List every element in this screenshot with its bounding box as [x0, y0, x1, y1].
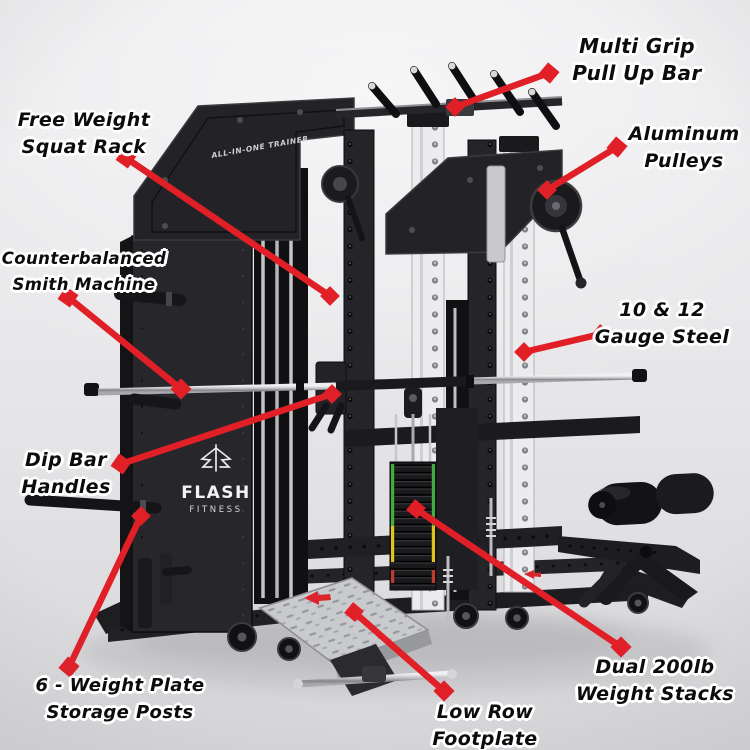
brand-logo: FLASH FITNESS: [181, 444, 251, 515]
label-line: Handles: [21, 476, 111, 498]
label-line: Dip Bar: [25, 449, 107, 471]
label-line: Storage Posts: [46, 702, 194, 723]
weight-plate-storage-pegs: [24, 288, 192, 628]
label-counterbalanced-smith-machine: Counterbalanced Smith Machine: [2, 246, 166, 298]
red-adjustment-markers: [304, 570, 541, 605]
label-line: Dual 200lb: [595, 656, 715, 678]
label-gauge-steel: 10 & 12 Gauge Steel: [595, 297, 730, 351]
transport-wheels: [227, 592, 649, 661]
label-line: Free Weight: [17, 109, 151, 131]
label-line: Squat Rack: [21, 136, 147, 158]
label-line: Counterbalanced: [1, 249, 167, 268]
weight-stack: [389, 388, 496, 620]
label-line: Pull Up Bar: [572, 61, 702, 85]
label-free-weight-squat-rack: Free Weight Squat Rack: [18, 107, 150, 161]
label-line: Pulleys: [644, 150, 724, 172]
label-line: Gauge Steel: [594, 326, 730, 348]
label-line: Low Row: [436, 701, 534, 723]
label-dip-bar-handles: Dip Bar Handles: [21, 447, 110, 501]
label-line: Footplate: [432, 728, 538, 750]
label-line: 10 & 12: [619, 299, 705, 321]
label-line: Multi Grip: [579, 34, 695, 58]
back-extension-attachment: [558, 473, 714, 608]
brand-name-text: FLASH: [181, 483, 251, 503]
annotation-lines: [57, 62, 632, 702]
brand-sub-text: FITNESS: [189, 505, 242, 515]
label-low-row-footplate: Low Row Footplate: [432, 699, 537, 750]
label-line: 6 - Weight Plate: [35, 675, 205, 696]
label-dual-weight-stacks: Dual 200lb Weight Stacks: [576, 654, 734, 708]
label-aluminum-pulleys: Aluminum Pulleys: [628, 121, 739, 175]
label-multi-grip-pull-up-bar: Multi Grip Pull Up Bar: [572, 33, 701, 87]
aluminum-pulley: [529, 179, 587, 289]
label-line: Aluminum: [628, 123, 740, 145]
label-line: Weight Stacks: [576, 683, 734, 705]
smith-machine-bar: [84, 369, 647, 396]
label-line: Smith Machine: [12, 275, 156, 294]
foam-roller-pads: [588, 473, 714, 526]
label-weight-plate-storage-posts: 6 - Weight Plate Storage Posts: [36, 672, 205, 726]
